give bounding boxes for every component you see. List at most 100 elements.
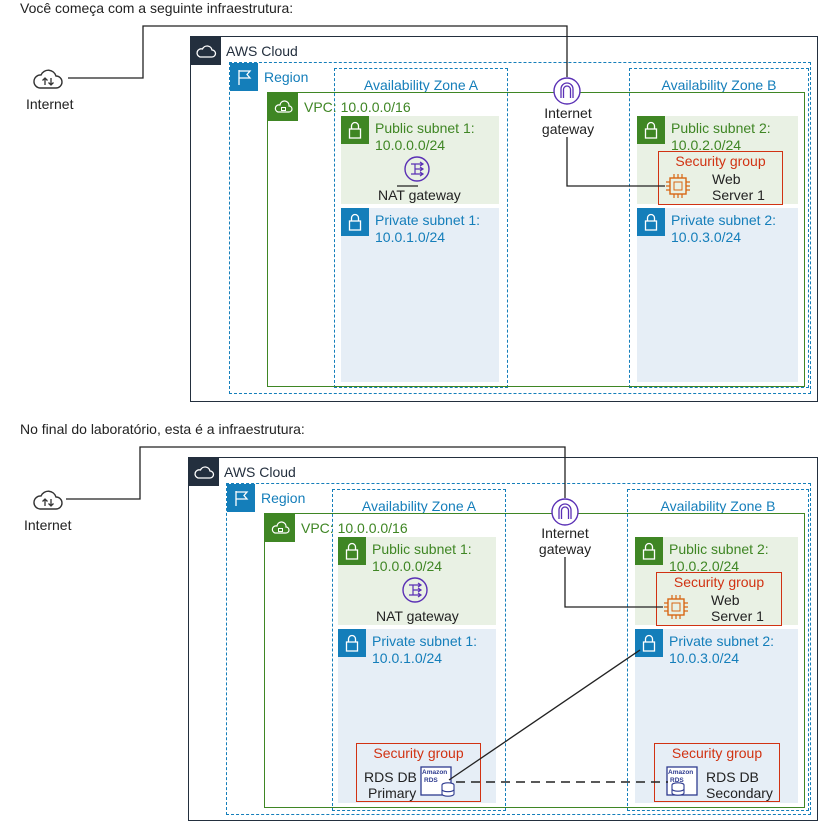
az-b-label: Availability Zone B [661,77,777,93]
internet-to-igw-line [68,25,568,79]
private-subnet-2: Private subnet 2: 10.0.3.0/24 [635,629,798,803]
region-flag-icon [235,491,249,506]
rds-database-icon [666,766,698,796]
rds-primary-security-group: Security group [356,743,481,802]
igw-label-line1: Internet [541,525,589,541]
web-security-group: Security group [656,572,782,626]
az-a-container: Availability Zone A [334,68,508,388]
public-subnet-1: Public subnet 1: 10.0.0.0/24 [338,537,496,625]
private-subnet-1-label: Private subnet 1: [372,633,478,649]
web-security-group: Security group [658,151,783,205]
rds-primary-icon-line1: Amazon [422,769,448,776]
aws-cloud-label: AWS Cloud [224,464,296,480]
vpc-badge [268,93,298,121]
private-subnet-1: Private subnet 1: 10.0.1.0/24 [341,208,499,382]
private-subnet-1-cidr: 10.0.1.0/24 [375,229,446,245]
region-badge [227,484,255,512]
igw-to-web-line [566,137,665,187]
az-a-label: Availability Zone A [363,77,479,93]
rds-secondary-icon: Amazon RDS [666,766,702,798]
rds-database-icon [420,766,455,797]
vpc-badge [265,514,295,542]
public-subnet-2-badge [635,537,663,565]
vpc-label: VPC: 10.0.0.0/16 [304,99,411,115]
vpc-container: VPC: 10.0.0.0/16 [264,513,805,808]
rds-secondary-line2: Secondary [706,785,773,801]
region-flag-icon [238,70,252,85]
private-subnet-2: Private subnet 2: 10.0.3.0/24 [637,208,798,382]
internet-to-igw-line [66,446,566,500]
rds-secondary-icon-line1: Amazon [668,769,694,776]
rds-primary-line1: RDS DB [364,769,417,785]
aws-cloud-icon [196,45,217,58]
igw-to-web-line [564,557,663,608]
web-server-line2: Server 1 [711,608,764,624]
public-subnet-2-cidr: 10.0.2.0/24 [671,137,742,153]
lock-icon [348,213,362,231]
rds-secondary-icon-line2: RDS [670,777,684,784]
public-subnet-2: Public subnet 2: 10.0.2.0/24 [635,537,798,625]
aws-cloud-icon [194,466,215,479]
public-subnet-1-cidr: 10.0.0.0/24 [375,137,446,153]
private-subnet-1: Private subnet 1: 10.0.1.0/24 [338,629,496,803]
igw-label-line2: gateway [541,121,595,137]
az-a-container: Availability Zone A [332,489,506,811]
lock-icon [348,121,362,139]
private-subnet-1-badge [338,629,366,657]
internet-label: Internet [24,517,72,533]
private-subnet-2-label: Private subnet 2: [669,633,775,649]
rds-secondary-security-group-label: Security group [671,745,763,761]
az-b-container: Availability Zone B [627,489,809,811]
internet-gateway-icon [551,498,579,526]
rds-secondary-security-group: Security group [654,743,780,802]
connector-lines [68,25,665,187]
vpc-label: VPC: 10.0.0.0/16 [301,520,408,536]
rds-primary-security-group-label: Security group [373,745,464,761]
web-server-line1: Web [712,171,741,187]
diagram-before: Internet AWS Cloud Region Availability Z… [0,0,822,410]
igw-label-line2: gateway [538,541,592,557]
region-label: Region [261,490,306,506]
aws-cloud-label: AWS Cloud [226,43,298,59]
public-subnet-2: Public subnet 2: 10.0.2.0/24 [637,116,798,204]
web-server-line1: Web [711,592,740,608]
internet-label: Internet [26,96,74,112]
nat-gateway-label: NAT gateway [378,187,461,203]
az-b-label: Availability Zone B [660,498,776,514]
private-subnet-2-badge [635,629,663,657]
lock-icon [642,634,656,652]
private-subnet-1-badge [341,208,369,236]
internet-cloud-icon [33,490,63,510]
private-subnet-1-label: Private subnet 1: [375,212,481,228]
rds-to-private-subnet-2-line [448,649,641,781]
lock-icon [345,542,359,560]
lock-icon [644,121,658,139]
aws-cloud-badge [191,37,221,65]
az-b-container: Availability Zone B [629,68,809,388]
lock-icon [345,634,359,652]
web-security-group-label: Security group [675,153,766,169]
public-subnet-1-label: Public subnet 1: [375,120,475,136]
public-subnet-1-badge [341,116,369,144]
public-subnet-2-badge [637,116,665,144]
nat-gateway-icon [404,156,430,182]
aws-cloud-container: AWS Cloud [188,457,818,821]
vpc-cloud-lock-icon [274,100,293,113]
region-label: Region [264,69,309,85]
public-subnet-1-cidr: 10.0.0.0/24 [372,558,443,574]
public-subnet-2-label: Public subnet 2: [671,120,771,136]
private-subnet-2-cidr: 10.0.3.0/24 [669,650,740,666]
internet-gateway-icon [553,77,581,105]
vpc-container: VPC: 10.0.0.0/16 [267,92,805,387]
private-subnet-2-badge [637,208,665,236]
nat-gateway-icon [402,577,428,603]
rds-primary-icon-line2: RDS [424,777,438,784]
nat-gateway-label: NAT gateway [376,608,459,624]
internet-cloud-icon [33,69,63,89]
igw-label-line1: Internet [544,105,592,121]
public-subnet-1: Public subnet 1: 10.0.0.0/24 [341,116,499,204]
public-subnet-1-label: Public subnet 1: [372,541,472,557]
caption-after: No final do laboratório, esta é a infrae… [20,421,305,437]
